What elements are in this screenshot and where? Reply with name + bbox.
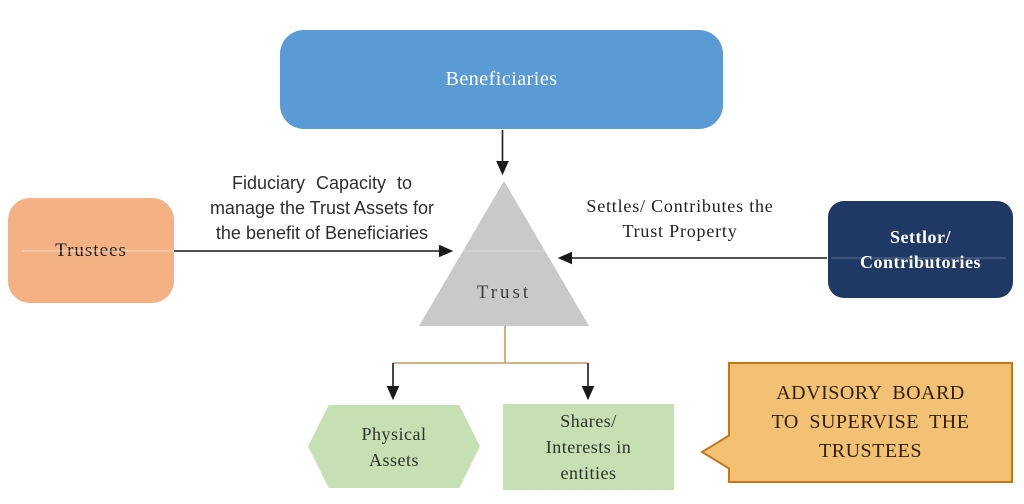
physical-assets-line2: Assets (368, 449, 419, 470)
settlor-label-line1: Settlor/ (890, 226, 951, 247)
physical-assets-line1: Physical (361, 423, 427, 444)
fiduciary-line3: the benefit of Beneficiaries (215, 223, 429, 243)
beneficiaries-label: Beneficiaries (445, 68, 558, 90)
trustees-node: Trustees (8, 198, 174, 303)
shares-line3: entities (560, 463, 617, 483)
trustees-label: Trustees (55, 239, 127, 261)
advisory-board-line3: TRUSTEES (819, 440, 922, 462)
physical-assets-node: Physical Assets (308, 405, 480, 488)
fiduciary-line2: manage the Trust Assets for (209, 198, 435, 218)
shares-node: Shares/ Interests in entities (503, 404, 674, 490)
settles-edge-label: Settles/ Contributes the Trust Property (555, 194, 805, 244)
advisory-board-line1: ADVISORY BOARD (776, 382, 965, 404)
settles-line1: Settles/ Contributes the (586, 196, 774, 216)
settles-line2: Trust Property (622, 221, 738, 241)
shares-line2: Interests in (545, 437, 632, 457)
advisory-board-node: ADVISORY BOARD TO SUPERVISE THE TRUSTEES (728, 362, 1013, 483)
advisory-board-line2: TO SUPERVISE THE (771, 411, 970, 433)
fiduciary-edge-label: Fiduciary Capacity to manage the Trust A… (167, 171, 477, 246)
beneficiaries-node: Beneficiaries (280, 30, 723, 129)
settlor-node: Settlor/ Contributories (828, 201, 1013, 298)
fiduciary-line1: Fiduciary Capacity to (231, 173, 413, 193)
trust-label: Trust (476, 282, 532, 303)
settlor-label-line2: Contributories (860, 251, 981, 272)
shares-line1: Shares/ (560, 411, 617, 431)
advisory-board-callout-pointer (700, 434, 731, 470)
